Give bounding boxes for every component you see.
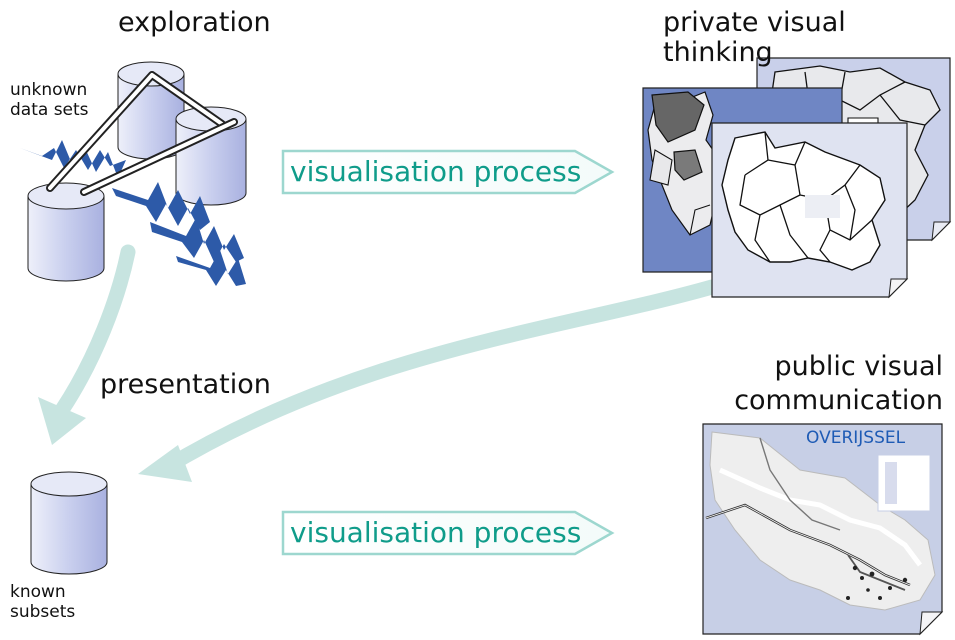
overijssel-map-title: OVERIJSSEL xyxy=(806,428,906,448)
known-subsets-label-line2: subsets xyxy=(10,602,76,622)
communication-flow-arrowhead xyxy=(138,445,192,482)
visualisation-process-label-top: visualisation process xyxy=(290,155,582,188)
data-links xyxy=(46,71,238,196)
map-sheet-front xyxy=(711,122,909,299)
process-arrow-top xyxy=(281,149,615,195)
private-visual-thinking-heading: private visual thinking xyxy=(663,7,846,68)
visualisation-process-label-bottom: visualisation process xyxy=(290,516,582,549)
process-arrow-bottom xyxy=(281,510,615,556)
presentation-label: presentation xyxy=(100,369,271,400)
presentation-flow-arrowhead xyxy=(38,397,86,445)
database-cylinder-icon xyxy=(27,182,105,282)
public-visual-heading-line1: public visual xyxy=(774,351,943,382)
exploration-heading: exploration xyxy=(118,7,271,38)
overijssel-map xyxy=(702,423,944,636)
unknown-data-sets-label-line1: unknown xyxy=(10,80,88,100)
communication-flow-arrow xyxy=(157,279,720,476)
public-visual-heading-line2: communication xyxy=(734,385,943,416)
presentation-flow-arrow xyxy=(54,244,136,418)
known-subsets-label-line1: known xyxy=(10,582,66,602)
unknown-data-sets-label-line2: data sets xyxy=(10,100,89,120)
database-cylinder-icon xyxy=(30,471,108,575)
